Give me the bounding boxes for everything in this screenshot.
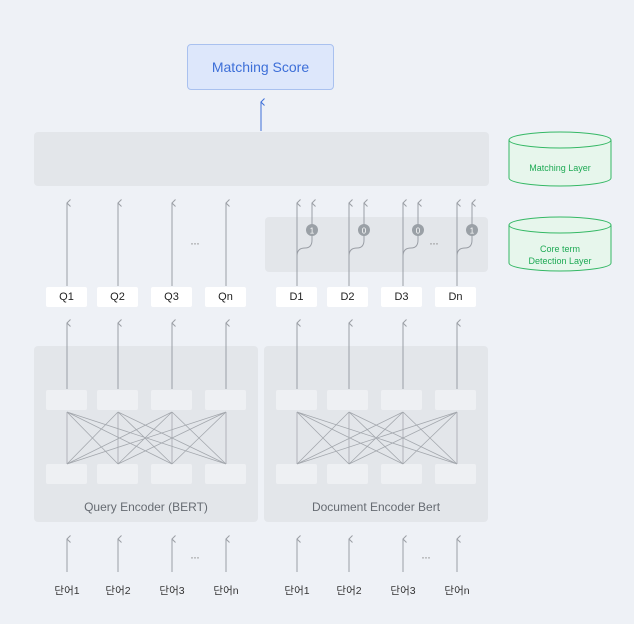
core-flag-value: 1 <box>470 227 475 236</box>
document-word: 단어n <box>444 585 470 597</box>
document-token: Dn <box>435 287 476 307</box>
query-token-ellipsis: ··· <box>190 236 200 250</box>
document-encoder-upper-node <box>435 390 476 410</box>
document-encoder-lower-node <box>435 464 476 484</box>
query-encoder-label: Query Encoder (BERT) <box>84 500 208 514</box>
query-encoder-panel: Query Encoder (BERT) <box>34 346 258 522</box>
core-term-ellipsis: ··· <box>429 236 439 250</box>
document-word: 단어2 <box>336 585 362 597</box>
core-term-label-line2: Detection Layer <box>528 256 592 266</box>
core-flag-value: 0 <box>362 227 367 236</box>
query-word: 단어2 <box>105 585 131 597</box>
query-encoder-lower-node <box>151 464 192 484</box>
query-word: 단어3 <box>159 585 185 597</box>
matching-score-box: Matching Score <box>187 44 334 90</box>
document-encoder-lower-node <box>276 464 317 484</box>
core-term-detection-band <box>265 217 488 272</box>
query-encoder-lower-node <box>97 464 138 484</box>
document-word: 단어1 <box>284 585 310 597</box>
document-encoder-upper-node <box>327 390 368 410</box>
document-token: D1 <box>276 287 317 307</box>
document-word: 단어3 <box>390 585 416 597</box>
query-token: Q3 <box>151 287 192 307</box>
document-encoder-panel: Document Encoder Bert <box>264 346 488 522</box>
core-flag-badge: 1 <box>306 224 318 236</box>
document-encoder-label: Document Encoder Bert <box>311 500 441 514</box>
core-flag-value: 0 <box>416 227 421 236</box>
query-encoder-lower-node <box>46 464 87 484</box>
query-token: Q1 <box>46 287 87 307</box>
query-word-ellipsis: ··· <box>190 550 200 564</box>
query-encoder-lower-node <box>205 464 246 484</box>
query-token: Qn <box>205 287 246 307</box>
query-encoder-upper-node <box>97 390 138 410</box>
matching-layer-label: Matching Layer <box>529 163 591 173</box>
core-flag-badge: 0 <box>412 224 424 236</box>
core-flag-value: 1 <box>310 227 315 236</box>
matching-score-label: Matching Score <box>211 59 310 75</box>
document-token: D3 <box>381 287 422 307</box>
query-encoder-upper-node <box>151 390 192 410</box>
document-encoder-lower-node <box>327 464 368 484</box>
core-term-label-line1: Core term <box>539 244 580 254</box>
document-encoder-upper-node <box>381 390 422 410</box>
matching-layer-cylinder <box>508 131 612 187</box>
core-term-detection-cylinder <box>508 216 612 272</box>
core-flag-badge: 1 <box>466 224 478 236</box>
document-encoder-upper-node <box>276 390 317 410</box>
document-encoder-lower-node <box>381 464 422 484</box>
query-encoder-upper-node <box>46 390 87 410</box>
query-token: Q2 <box>97 287 138 307</box>
document-token: D2 <box>327 287 368 307</box>
document-word-ellipsis: ··· <box>421 550 431 564</box>
query-word: 단어1 <box>54 585 80 597</box>
core-flag-badge: 0 <box>358 224 370 236</box>
matching-layer-bar <box>34 132 489 186</box>
query-encoder-upper-node <box>205 390 246 410</box>
query-word: 단어n <box>213 585 239 597</box>
